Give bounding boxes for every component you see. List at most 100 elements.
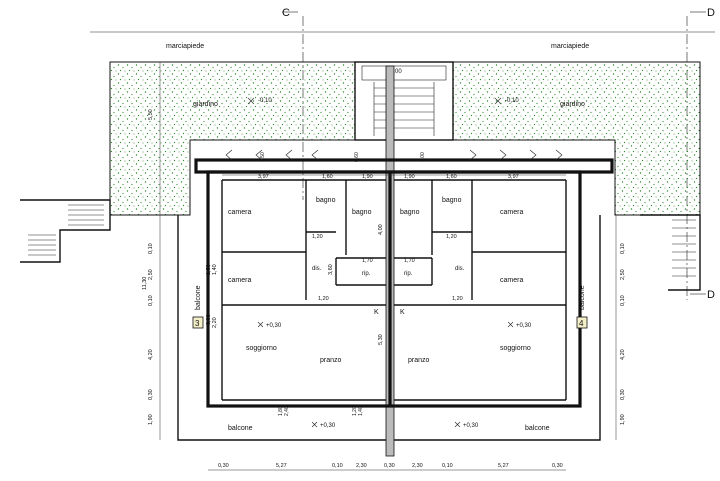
room-camera-3: camera: [500, 209, 523, 216]
dim-window-top-1: 1,50: [260, 152, 266, 162]
section-d-top-label: D: [707, 7, 715, 19]
dim-left-8: 1,90: [148, 414, 154, 425]
dim-bottom-window-1: 1,80: [278, 406, 284, 416]
level-balcony-left: +0,30: [320, 423, 336, 429]
north-terrace: [194, 158, 614, 174]
dim-bottom-2: 5,27: [276, 463, 287, 469]
garden-level-left: -0,10: [258, 98, 272, 104]
dim-top-1: 3,97: [258, 174, 269, 180]
left-unit-walls: [221, 179, 386, 401]
room-dis-1: dis.: [312, 266, 322, 272]
dim-left-4: 0,10: [148, 295, 154, 306]
terrace-chevrons-right: [469, 149, 563, 161]
dim-top-3: 1,90: [362, 174, 373, 180]
terrace-chevrons-left: [225, 149, 319, 161]
dim-left-6: 4,20: [148, 349, 154, 360]
dim-bottom-window-4: 1,40: [358, 406, 364, 416]
unit-number-3: 3: [195, 319, 200, 328]
dim-inner-3: 1,20: [318, 296, 329, 302]
dim-right-4: 4,20: [620, 349, 626, 360]
unit-badge-4: [576, 316, 588, 329]
kitchen-mark-right: K: [400, 309, 405, 316]
room-bagno-4: bagno: [442, 197, 462, 204]
dim-balcony-h: 5,30: [378, 334, 384, 345]
balcony-label-left: balcone: [195, 285, 202, 310]
level-marker-icon: [247, 97, 255, 105]
level-marker-icon: [257, 321, 514, 428]
entry-level-label: 0,00: [390, 69, 402, 75]
balcony-label-bottom-left: balcone: [228, 425, 253, 432]
dim-right-2: 2,50: [620, 269, 626, 280]
level-right-room: +0,30: [516, 323, 532, 329]
dim-right-1: 0,10: [620, 243, 626, 254]
dim-window-top-3: 1,00: [420, 152, 426, 162]
room-soggiorno-1: soggiorno: [246, 345, 277, 352]
dim-window-h-4: 2,20: [212, 317, 218, 328]
dim-bottom-8: 5,27: [498, 463, 509, 469]
room-rip-2: rip.: [404, 271, 413, 277]
garden-label-right: giardino: [560, 101, 585, 108]
dim-inner-2: 1,70: [404, 258, 415, 264]
dim-top-6: 3,97: [508, 174, 519, 180]
dim-left-1: 5,50: [148, 109, 154, 120]
room-bagno-1: bagno: [316, 197, 336, 204]
dim-window-h-3: 0,90: [206, 314, 212, 325]
unit-number-4: 4: [579, 319, 584, 328]
dim-window-h-1: 1,50: [206, 264, 212, 275]
garden-left: [109, 61, 356, 216]
right-unit-walls: [394, 179, 567, 401]
dim-right-6: 1,90: [620, 414, 626, 425]
dim-window-h-5: 3,60: [328, 264, 334, 275]
room-camera-1: camera: [228, 209, 251, 216]
room-pranzo-1: pranzo: [320, 357, 342, 364]
room-bagno-3: bagno: [400, 209, 420, 216]
dim-inner-6: 1,20: [446, 234, 457, 240]
dim-bottom-4: 2,30: [356, 463, 367, 469]
dim-right-5: 0,30: [620, 389, 626, 400]
building-outline: [206, 170, 582, 408]
room-rip-1: rip.: [362, 271, 371, 277]
sidewalk-label-right: marciapiede: [551, 43, 589, 50]
room-dis-2: dis.: [455, 266, 465, 272]
dim-inner-5: 1,20: [312, 234, 323, 240]
garden-label-left: giardino: [193, 101, 218, 108]
room-camera-4: camera: [500, 277, 523, 284]
level-left-room: +0,30: [266, 323, 282, 329]
room-pranzo-2: pranzo: [408, 357, 430, 364]
room-camera-2: camera: [228, 277, 251, 284]
unit-badge-3: [192, 316, 204, 329]
right-stairs: [640, 214, 701, 291]
kitchen-mark-left: K: [374, 309, 379, 316]
dim-bottom-window-2: 2,40: [284, 406, 290, 416]
dim-left-7: 0,30: [148, 389, 154, 400]
dim-bottom-9: 0,30: [552, 463, 563, 469]
level-balcony-right: +0,30: [463, 423, 479, 429]
dim-bottom-window-3: 1,20: [352, 406, 358, 416]
dim-left-2: 0,10: [148, 243, 154, 254]
dim-window-h-6: 4,00: [378, 224, 384, 235]
dim-bottom-6: 2,30: [412, 463, 423, 469]
dim-left-5: 11,30: [142, 277, 148, 290]
section-c-label: C: [282, 7, 290, 19]
dim-window-h-2: 1,40: [212, 264, 218, 275]
room-bagno-2: bagno: [352, 209, 372, 216]
dim-bottom-7: 0,10: [442, 463, 453, 469]
balcony-label-right: balcone: [579, 285, 586, 310]
left-stairs: [20, 199, 111, 263]
level-marker-icon: [494, 97, 502, 105]
dim-window-top-2: 0,60: [354, 152, 360, 162]
dim-top-2: 1,60: [322, 174, 333, 180]
dim-inner-4: 1,20: [452, 296, 463, 302]
room-soggiorno-2: soggiorno: [500, 345, 531, 352]
dim-top-5: 1,60: [446, 174, 457, 180]
section-d-bottom-label: D: [707, 289, 715, 301]
garden-level-right: -0,10: [505, 98, 519, 104]
dim-bottom-1: 0,30: [218, 463, 229, 469]
balcony-outline: [177, 215, 601, 441]
sidewalk-label-left: marciapiede: [166, 43, 204, 50]
dim-left-3: 2,50: [148, 269, 154, 280]
dim-bottom-5: 0,30: [384, 463, 395, 469]
dim-bottom-3: 0,10: [332, 463, 343, 469]
balcony-label-bottom-right: balcone: [525, 425, 550, 432]
